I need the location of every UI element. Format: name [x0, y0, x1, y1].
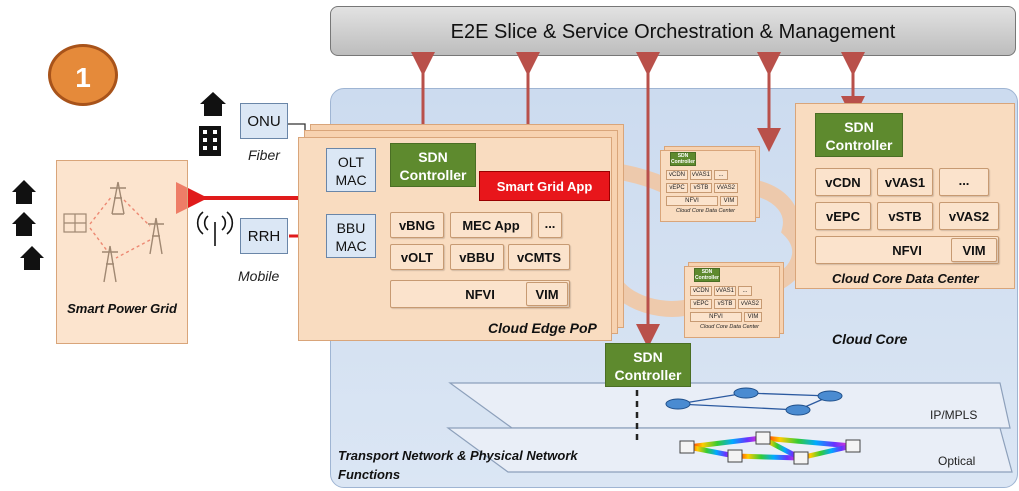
- mini-dc-2-vnf: vVAS2: [738, 299, 762, 309]
- fiber-label: Fiber: [248, 147, 280, 163]
- core-vnf-vvas2: vVAS2: [939, 202, 999, 230]
- smart-power-grid-box: [56, 160, 188, 344]
- core-vnf-vstb: vSTB: [877, 202, 933, 230]
- olt-mac-box: OLT MAC: [326, 148, 376, 192]
- antenna-icon: [196, 211, 234, 246]
- mini-dc-1-vnf: vEPC: [666, 183, 688, 193]
- onu-box: ONU: [240, 103, 288, 139]
- edge-vnf-volt: vOLT: [390, 244, 444, 270]
- core-vnf-vepc: vEPC: [815, 202, 871, 230]
- ip-mpls-label: IP/MPLS: [930, 408, 978, 422]
- edge-vnf-vbng: vBNG: [390, 212, 444, 238]
- mini-dc-1-nfvi: NFVI: [666, 196, 718, 206]
- mini-dc-1-vnf: vVAS2: [714, 183, 738, 193]
- edge-vnf-vcmts: vCMTS: [508, 244, 570, 270]
- optical-node-icons: [679, 431, 861, 465]
- transport-network-label: Transport Network & Physical Network Fun…: [338, 448, 578, 482]
- edge-vnf-mec-app: MEC App: [450, 212, 532, 238]
- mini-dc-1-sdn: SDN Controller: [670, 152, 696, 166]
- mini-dc-1-label: Cloud Core Data Center: [676, 208, 736, 214]
- edge-vnf-vbbu: vBBU: [450, 244, 504, 270]
- mobile-label: Mobile: [238, 268, 280, 284]
- optical-label: Optical: [938, 454, 976, 468]
- core-vnf-vcdn: vCDN: [815, 168, 871, 196]
- mini-dc-2-sdn: SDN Controller: [694, 268, 720, 282]
- building-icon: [199, 126, 221, 156]
- edge-vim: VIM: [526, 282, 568, 306]
- mini-dc-1: SDN Controller vCDN vVAS1 ... vEPC vSTB …: [660, 146, 760, 222]
- edge-sdn-controller: SDN Controller: [390, 143, 476, 187]
- mini-dc-2: SDN Controller vCDN vVAS1 ... vEPC vSTB …: [684, 262, 784, 338]
- core-vim: VIM: [951, 238, 997, 262]
- mini-dc-2-label: Cloud Core Data Center: [700, 324, 760, 330]
- smart-power-grid-label: Smart Power Grid: [67, 301, 177, 316]
- bbu-mac-box: BBU MAC: [326, 214, 376, 258]
- house-icons: [12, 92, 226, 270]
- core-dc-sdn-controller: SDN Controller: [815, 113, 903, 157]
- transport-sdn-controller: SDN Controller: [605, 343, 691, 387]
- edge-pop-label: Cloud Edge PoP: [488, 320, 597, 336]
- core-dc-label: Cloud Core Data Center: [832, 271, 979, 286]
- cloud-core-label: Cloud Core: [832, 331, 908, 347]
- mini-dc-2-nfvi: NFVI: [690, 312, 742, 322]
- mini-dc-2-vnf: vVAS1: [714, 286, 736, 296]
- mini-dc-1-vnf: vCDN: [666, 170, 688, 180]
- core-vnf-vvas1: vVAS1: [877, 168, 933, 196]
- mini-dc-2-vim: VIM: [744, 312, 762, 322]
- mini-dc-1-vnf: ...: [714, 170, 728, 180]
- rrh-box: RRH: [240, 218, 288, 254]
- core-vnf-more: ...: [939, 168, 989, 196]
- mini-dc-1-vim: VIM: [720, 196, 738, 206]
- step-badge: 1: [48, 44, 118, 106]
- router-icons: [665, 387, 843, 416]
- mini-dc-2-vnf: vCDN: [690, 286, 712, 296]
- edge-vnf-more: ...: [538, 212, 562, 238]
- mini-dc-2-vnf: vEPC: [690, 299, 712, 309]
- mini-dc-2-vnf: ...: [738, 286, 752, 296]
- mini-dc-1-vnf: vVAS1: [690, 170, 712, 180]
- smart-grid-app-box: Smart Grid App: [479, 171, 610, 201]
- mini-dc-1-vnf: vSTB: [690, 183, 712, 193]
- mini-dc-2-vnf: vSTB: [714, 299, 736, 309]
- ip-mpls-plane: [448, 382, 1011, 429]
- orchestration-bar: E2E Slice & Service Orchestration & Mana…: [330, 6, 1016, 56]
